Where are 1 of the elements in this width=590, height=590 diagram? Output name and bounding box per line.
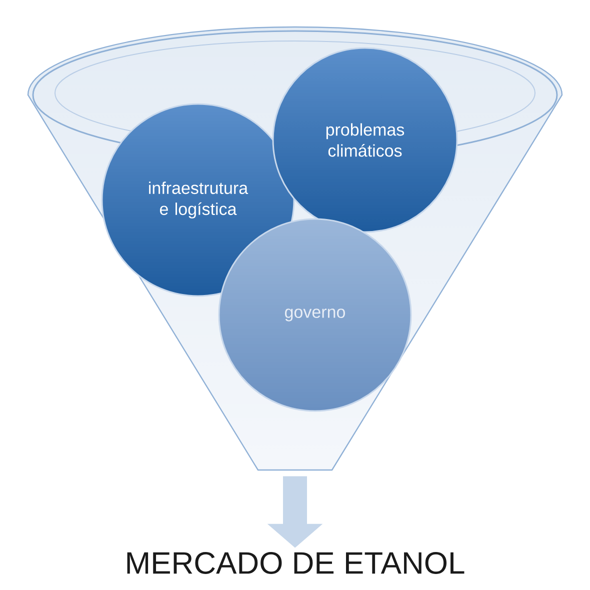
title-text: MERCADO DE ETANOL: [127, 552, 464, 574]
